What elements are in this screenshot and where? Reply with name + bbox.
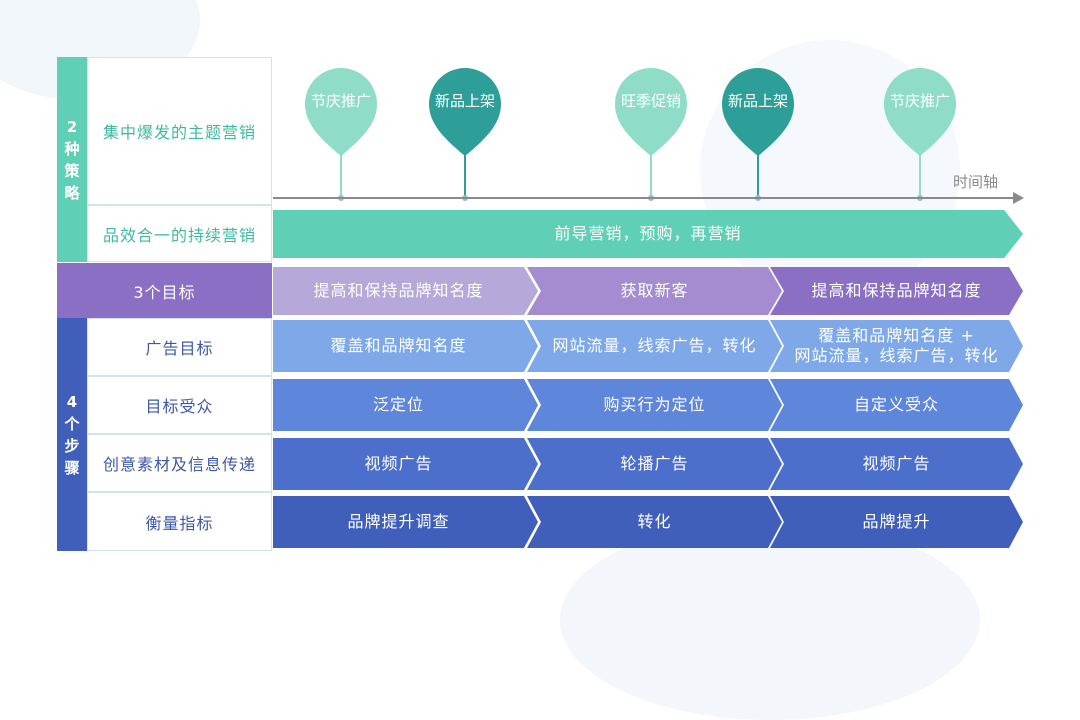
balloon-icon — [615, 68, 687, 201]
step-arrow: 覆盖和品牌知名度 + 网站流量，线索广告，转化 — [770, 320, 1023, 372]
strategy-label-char: 策 — [64, 161, 80, 180]
step-label: 创意素材及信息传递 — [102, 455, 256, 474]
balloon: 旺季促销 — [615, 68, 687, 201]
balloon: 新品上架 — [722, 68, 794, 201]
step-label-cell: 广告目标 — [87, 318, 272, 376]
strategy-row1-label: 集中爆发的主题营销 — [102, 123, 256, 142]
balloon-icon — [722, 68, 794, 201]
goal-arrow: 提高和保持品牌知名度 — [770, 267, 1023, 315]
strategy-label-char: 种 — [64, 139, 80, 158]
balloon: 新品上架 — [429, 68, 501, 201]
steps-label-char: 步 — [64, 436, 80, 455]
step-arrow-text: 品牌提升调查 — [347, 512, 450, 531]
balloon-label: 新品上架 — [727, 92, 788, 110]
balloon: 节庆推广 — [305, 68, 377, 201]
balloon-label: 节庆推广 — [889, 92, 950, 110]
step-arrow-text: 覆盖和品牌知名度 + 网站流量，线索广告，转化 — [794, 326, 999, 365]
goal-arrow-text: 提高和保持品牌知名度 — [313, 281, 484, 300]
step-arrow-text: 视频广告 — [862, 454, 931, 473]
step-label-cell: 创意素材及信息传递 — [87, 434, 272, 492]
step-arrow-text: 视频广告 — [364, 454, 433, 473]
step-arrow: 视频广告 — [273, 438, 538, 490]
strategy-row2-banner-text: 前导营销，预购，再营销 — [554, 224, 742, 243]
step-arrow-text: 泛定位 — [372, 395, 424, 414]
step-arrow: 购买行为定位 — [527, 379, 782, 431]
step-arrow-text: 购买行为定位 — [603, 395, 706, 414]
step-arrow-text: 覆盖和品牌知名度 — [330, 336, 467, 355]
steps-label-text: 4 个步骤 — [64, 391, 79, 479]
strategy-row2-label: 品效合一的持续营销 — [102, 225, 256, 245]
balloon-label: 旺季促销 — [620, 92, 681, 110]
step-arrow: 自定义受众 — [770, 379, 1023, 431]
balloon-icon — [884, 68, 956, 201]
goal-arrow: 提高和保持品牌知名度 — [273, 267, 538, 315]
timeline-axis — [273, 197, 1015, 199]
strategy-label-char: 略 — [64, 183, 80, 202]
step-label-cell: 目标受众 — [87, 376, 272, 434]
goal-arrow-text: 提高和保持品牌知名度 — [811, 281, 982, 300]
balloon-icon — [305, 68, 377, 201]
timeline-label: 时间轴 — [953, 173, 999, 191]
steps-label-char: 4 — [66, 392, 78, 411]
strategy-group-label: 2 种策略 — [57, 57, 87, 262]
strategy-row2-label-cell: 品效合一的持续营销 — [87, 205, 272, 262]
step-arrow: 泛定位 — [273, 379, 538, 431]
step-arrow: 网站流量，线索广告，转化 — [527, 320, 782, 372]
step-arrow: 轮播广告 — [527, 438, 782, 490]
strategy-row1-label-cell: 集中爆发的主题营销 — [87, 57, 272, 205]
step-arrow: 转化 — [527, 496, 782, 548]
balloon-label: 新品上架 — [434, 92, 495, 110]
step-arrow: 品牌提升调查 — [273, 496, 538, 548]
background-circle — [560, 520, 980, 720]
step-arrow: 品牌提升 — [770, 496, 1023, 548]
step-arrow-text: 转化 — [637, 512, 672, 531]
steps-label-char: 骤 — [64, 458, 80, 477]
step-arrow-text: 品牌提升 — [862, 512, 931, 531]
step-arrow-text: 网站流量，线索广告，转化 — [552, 336, 757, 355]
step-arrow-text: 轮播广告 — [620, 454, 689, 473]
goals-label: 3个目标 — [133, 282, 196, 302]
strategy-label-char: 2 — [66, 117, 78, 136]
steps-label-char: 个 — [64, 414, 80, 433]
step-arrow-text: 自定义受众 — [853, 395, 939, 414]
strategy-row2-banner: 前导营销，预购，再营销 — [273, 210, 1023, 258]
goals-label-cell: 3个目标 — [57, 263, 272, 318]
step-label: 衡量指标 — [145, 513, 214, 533]
goal-arrow-text: 获取新客 — [620, 281, 689, 300]
balloon-label: 节庆推广 — [310, 92, 371, 110]
balloon: 节庆推广 — [884, 68, 956, 201]
step-label-cell: 衡量指标 — [87, 492, 272, 551]
timeline-arrowhead-icon — [1013, 192, 1024, 204]
steps-group-label: 4 个步骤 — [57, 318, 87, 551]
step-arrow: 视频广告 — [770, 438, 1023, 490]
step-label: 目标受众 — [145, 397, 214, 416]
step-label: 广告目标 — [145, 339, 214, 358]
strategy-label-text: 2 种策略 — [64, 116, 79, 204]
balloon-icon — [429, 68, 501, 201]
goal-arrow: 获取新客 — [527, 267, 782, 315]
step-arrow: 覆盖和品牌知名度 — [273, 320, 538, 372]
